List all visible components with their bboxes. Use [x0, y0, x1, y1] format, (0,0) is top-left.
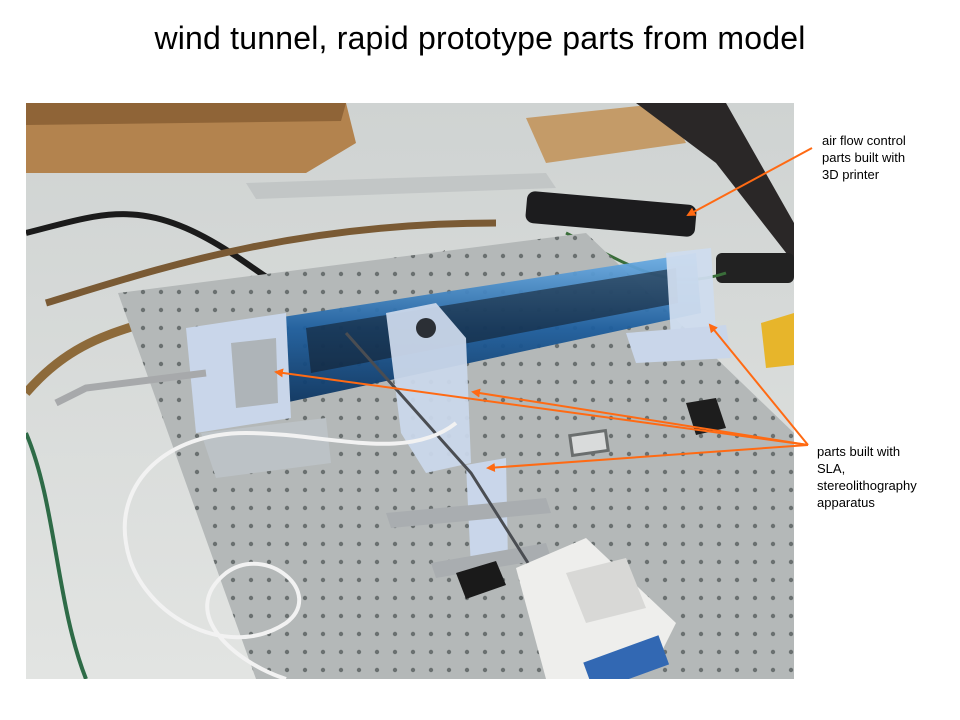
callout-sla-line-1: parts built with	[817, 444, 901, 459]
callout-sla-line-4: apparatus	[817, 495, 875, 510]
callout-3d-printer-line-3: 3D printer	[822, 167, 880, 182]
callout-sla-line-2: SLA,	[817, 461, 846, 476]
callout-3d-printer-line-2: parts built with	[822, 150, 906, 165]
callout-3d-printer-line-1: air flow control	[822, 133, 906, 148]
wind-tunnel-photo	[26, 103, 794, 679]
slide-title: wind tunnel, rapid prototype parts from …	[154, 20, 806, 56]
callout-sla-line-3: stereolithography	[817, 478, 917, 493]
callout-sla: parts built with SLA, stereolithography …	[817, 443, 957, 511]
callout-3d-printer: air flow control parts built with 3D pri…	[822, 132, 960, 183]
